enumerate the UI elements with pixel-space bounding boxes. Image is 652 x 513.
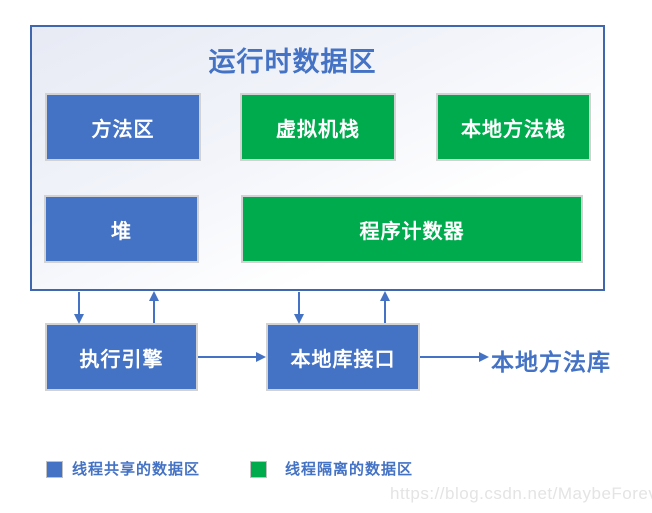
legend-shared-label: 线程共享的数据区	[72, 461, 201, 478]
legend-isolated-swatch	[250, 461, 267, 478]
legend-shared-swatch	[46, 461, 63, 478]
native-interface-box: 本地库接口	[266, 323, 420, 391]
execution-engine-label: 执行引擎	[79, 348, 164, 371]
program-counter-box: 程序计数器	[241, 195, 583, 263]
legend-isolated-label: 线程隔离的数据区	[285, 461, 414, 478]
heap-box: 堆	[44, 195, 199, 263]
vm-stack-label: 虚拟机栈	[276, 118, 360, 141]
execution-engine-box: 执行引擎	[45, 323, 198, 391]
diagram-title: 运行时数据区	[208, 47, 377, 77]
program-counter-label: 程序计数器	[359, 220, 465, 243]
native-method-stack-label: 本地方法栈	[461, 118, 566, 141]
watermark-url: https://blog.csdn.net/MaybeForever	[390, 484, 652, 503]
native-library-label: 本地方法库	[491, 349, 611, 375]
native-method-stack-box: 本地方法栈	[436, 93, 591, 161]
vm-stack-box: 虚拟机栈	[240, 93, 396, 161]
native-interface-label: 本地库接口	[290, 348, 396, 371]
heap-label: 堆	[111, 220, 132, 243]
method-area-box: 方法区	[45, 93, 201, 161]
method-area-label: 方法区	[91, 118, 155, 141]
